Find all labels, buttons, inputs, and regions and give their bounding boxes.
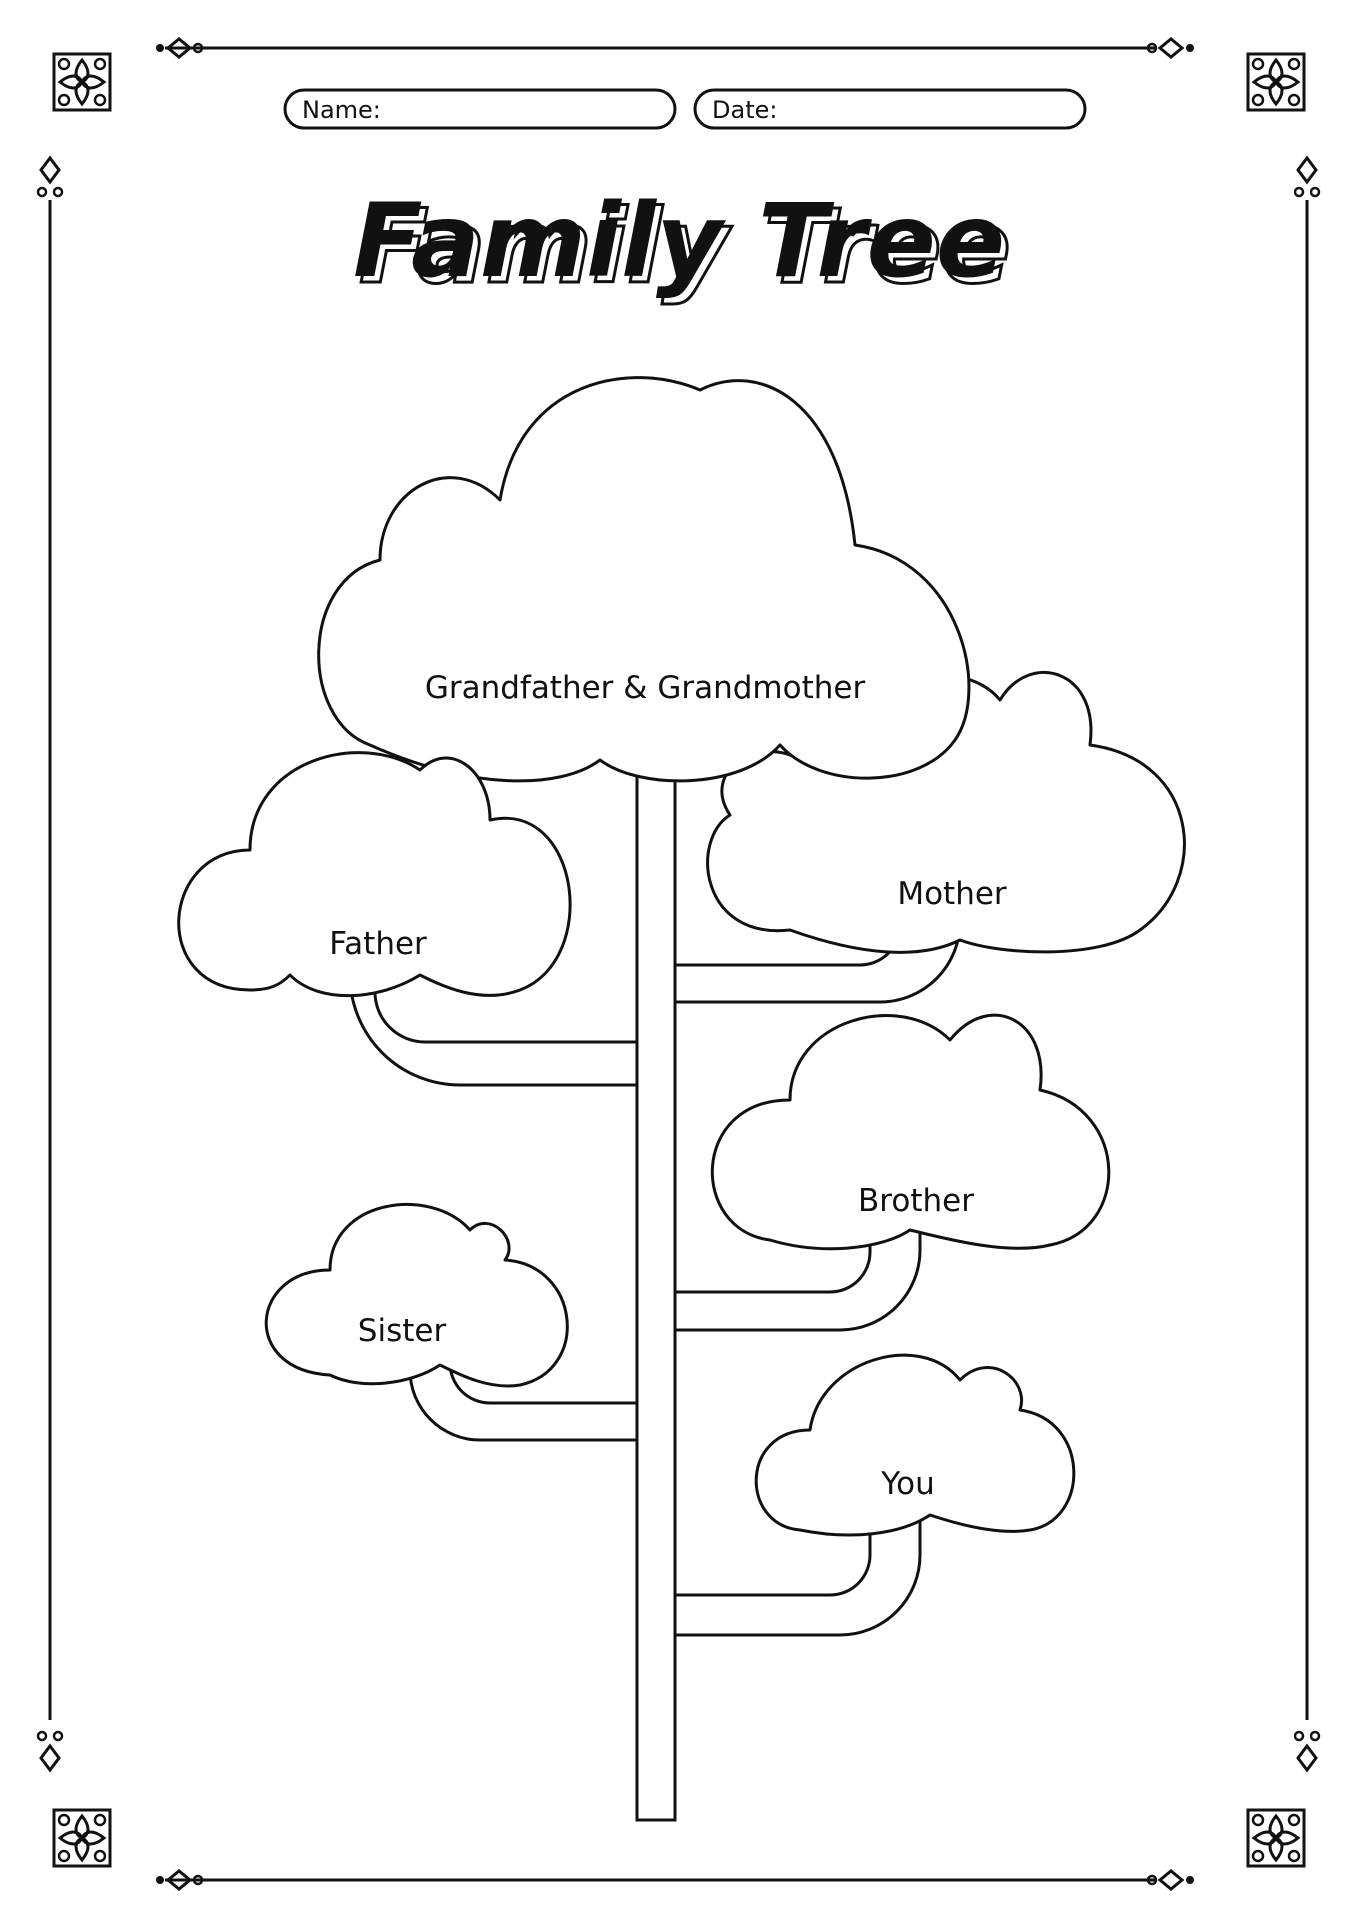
diamond-scroll-icon — [1293, 156, 1321, 198]
page-title: Family Tree Family Tree — [353, 182, 1013, 309]
name-field[interactable]: Name: — [283, 88, 677, 130]
diamond-scroll-icon — [36, 1730, 64, 1772]
tree-branches — [348, 770, 962, 1822]
corner-ornament-icon — [52, 52, 112, 112]
diamond-scroll-icon — [36, 156, 64, 198]
diamond-scroll-icon — [1146, 1869, 1196, 1891]
grandparents-cloud — [317, 376, 971, 783]
brother-cloud — [710, 1013, 1111, 1251]
name-label: Name: — [302, 96, 381, 124]
father-label: Father — [329, 926, 427, 962]
mother-label: Mother — [897, 876, 1007, 912]
sister-label: Sister — [358, 1313, 447, 1349]
father-cloud — [177, 751, 572, 998]
diamond-scroll-icon — [1293, 1730, 1321, 1772]
sister-cloud — [264, 1202, 569, 1388]
corner-ornament-icon — [1246, 1808, 1306, 1868]
grandparents-label: Grandfather & Grandmother — [425, 670, 866, 706]
diamond-scroll-icon — [1146, 37, 1196, 59]
corner-ornament-icon — [1246, 52, 1306, 112]
date-label: Date: — [712, 96, 777, 124]
you-cloud — [754, 1353, 1076, 1537]
you-label: You — [880, 1466, 934, 1502]
brother-label: Brother — [858, 1183, 974, 1219]
corner-ornament-icon — [52, 1808, 112, 1868]
title-shadow: Family Tree — [359, 188, 1011, 307]
title-text: Family Tree — [353, 182, 1005, 301]
page-border — [48, 46, 1309, 1882]
date-field[interactable]: Date: — [693, 88, 1087, 130]
tree-clouds — [177, 376, 1186, 1537]
